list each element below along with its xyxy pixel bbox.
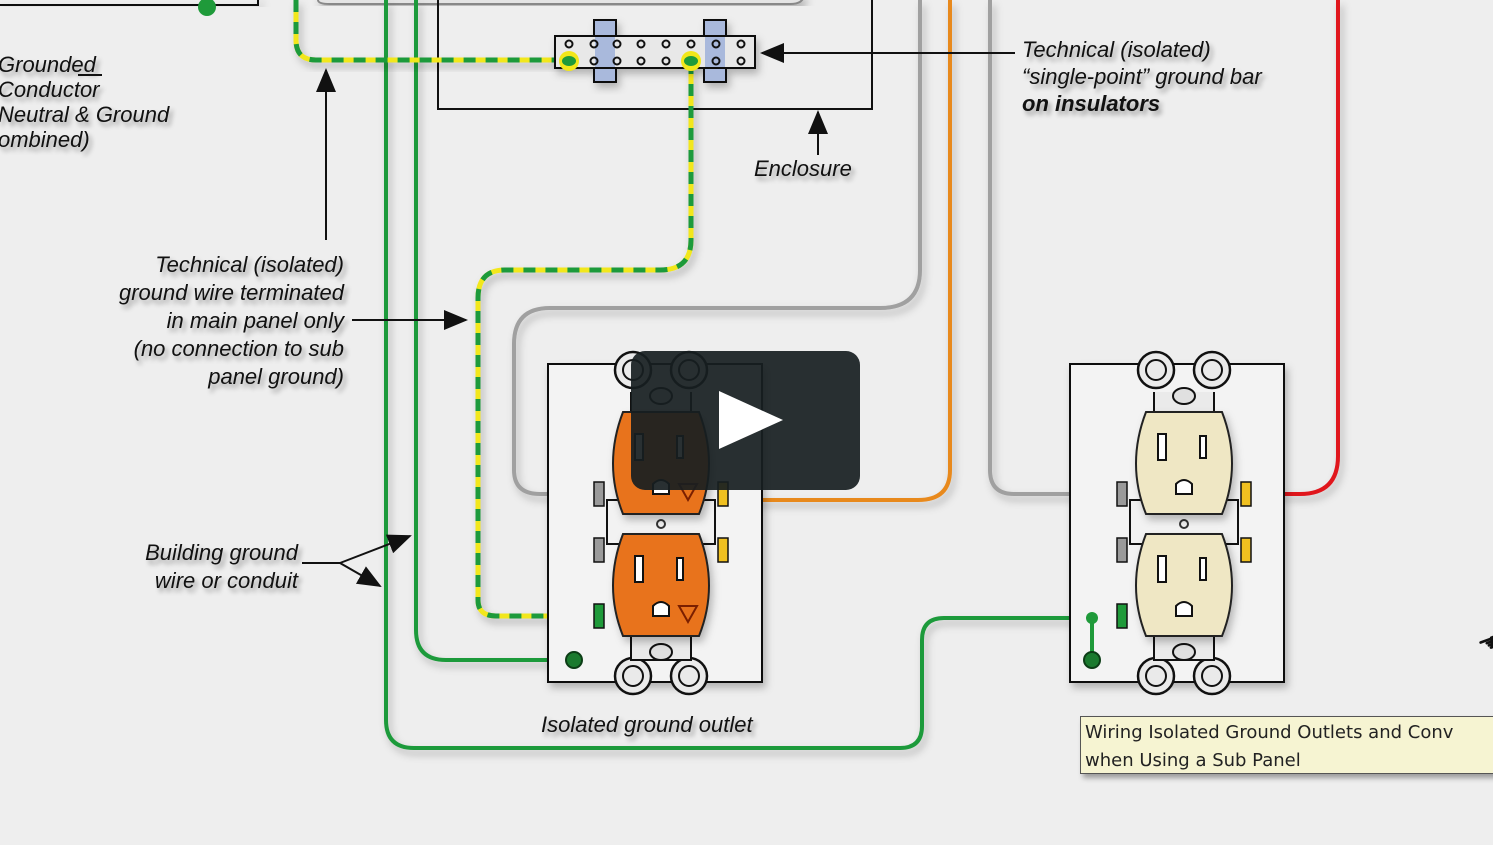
label-line: in main panel only [166,308,344,333]
label-building-ground: Building ground wire or conduit [90,539,298,595]
mounting-hole [1201,665,1223,687]
ground-bar-hole [711,56,721,66]
play-icon [719,391,783,449]
label-isolated-outlet: Isolated ground outlet [541,712,753,737]
ground-bar-hole [636,56,646,66]
label-line: Technical (isolated) [1022,37,1211,62]
sub-panel-box [317,0,804,5]
ground-bar-hole [589,39,599,49]
panel-ground-terminal [198,0,216,16]
label-line: on insulators [1022,91,1161,116]
mounting-screw [1172,643,1196,661]
neutral-slot [634,555,644,583]
ground-bar-hole [736,56,746,66]
label-line: wire or conduit [154,568,298,593]
label-enclosure: Enclosure [754,156,852,181]
label-line: Grounded [0,52,96,77]
box-ground-screw-standard [1083,651,1101,669]
neutral-wire-standard [988,0,1120,496]
terminal-screw [1116,481,1128,507]
label-ground-bar: Technical (isolated) “single-point” grou… [1022,36,1262,117]
label-line: (no connection to sub [133,336,344,361]
ground-bar-hole [636,39,646,49]
terminal-screw [1116,603,1128,629]
ground-bar-hole [661,56,671,66]
label-line: “single-point” ground bar [1022,64,1262,89]
mounting-ear [1136,350,1176,390]
underline-ed [78,74,102,76]
ground-hole [1175,601,1193,617]
terminal-screw [1240,481,1252,507]
ground-bar [554,19,756,83]
standard-outlet [1116,350,1252,696]
mounting-ear [1136,656,1176,696]
center-hole [1179,519,1189,529]
terminal-screw [593,603,605,629]
receptacle-face [1135,533,1233,637]
label-line: Building ground [145,540,298,565]
building-ground-wire-outer [384,0,1092,750]
tooltip-line: when Using a Sub Panel [1085,750,1301,771]
ground-hole [1175,479,1193,495]
ground-bar-hole [736,39,746,49]
ground-bar-hole [564,39,574,49]
ground-bar-hole [661,39,671,49]
label-line: ombined) [0,127,90,152]
label-line: Neutral & Ground [0,102,170,127]
box-ground-screw-isolated [565,651,583,669]
mounting-screw [649,643,673,661]
label-line: Conductor [0,77,100,102]
ground-bar-hole [686,39,696,49]
isolated-ground-wire-panel [293,0,568,63]
isolated-ground-triangle [677,605,699,625]
building-ground-wire-inner [414,0,572,662]
hot-slot [1199,557,1207,581]
enclosure [437,0,873,110]
isolated-ground-wire-outlet [475,62,694,619]
mounting-ear [1192,656,1232,696]
mounting-hole [1201,359,1223,381]
neutral-slot [1157,433,1167,461]
center-hole [656,519,666,529]
mounting-hole [1145,359,1167,381]
hot-wire-orange [724,0,952,502]
mounting-ear [613,656,653,696]
ground-bar-hole [589,56,599,66]
neutral-wire-isolated [512,0,922,496]
ground-bar-holes [564,39,746,66]
terminal-screw [1240,537,1252,563]
ground-bar-hole [612,39,622,49]
hot-wire-red [1246,0,1340,496]
hot-slot [1199,435,1207,459]
receptacle-face [1135,411,1233,515]
mounting-ear [669,656,709,696]
label-line: ground wire terminated [118,280,344,305]
neutral-slot [1157,555,1167,583]
terminal-screw [1116,537,1128,563]
ground-bar-hole [612,56,622,66]
terminal-screw [593,537,605,563]
main-panel-box [0,0,259,6]
mounting-hole [1145,665,1167,687]
play-button[interactable] [631,351,860,490]
terminal-screw [593,481,605,507]
receptacle-face [612,533,710,637]
label-technical-ground-wire: Technical (isolated) ground wire termina… [60,251,344,391]
label-line: panel ground) [208,364,344,389]
terminal-screw [717,537,729,563]
label-grounded-conductor: Grounded Conductor Neutral & Ground ombi… [0,52,169,152]
video-title-tooltip: Wiring Isolated Ground Outlets and Conv … [1080,716,1493,774]
mounting-screw [1172,387,1196,405]
ground-bar-hole [711,39,721,49]
label-line: Technical (isolated) [155,252,344,277]
mounting-ear [1192,350,1232,390]
tooltip-line: Wiring Isolated Ground Outlets and Conv [1085,722,1454,743]
ground-hole [652,601,670,617]
mounting-hole [678,665,700,687]
mounting-hole [622,665,644,687]
hot-slot [676,557,684,581]
